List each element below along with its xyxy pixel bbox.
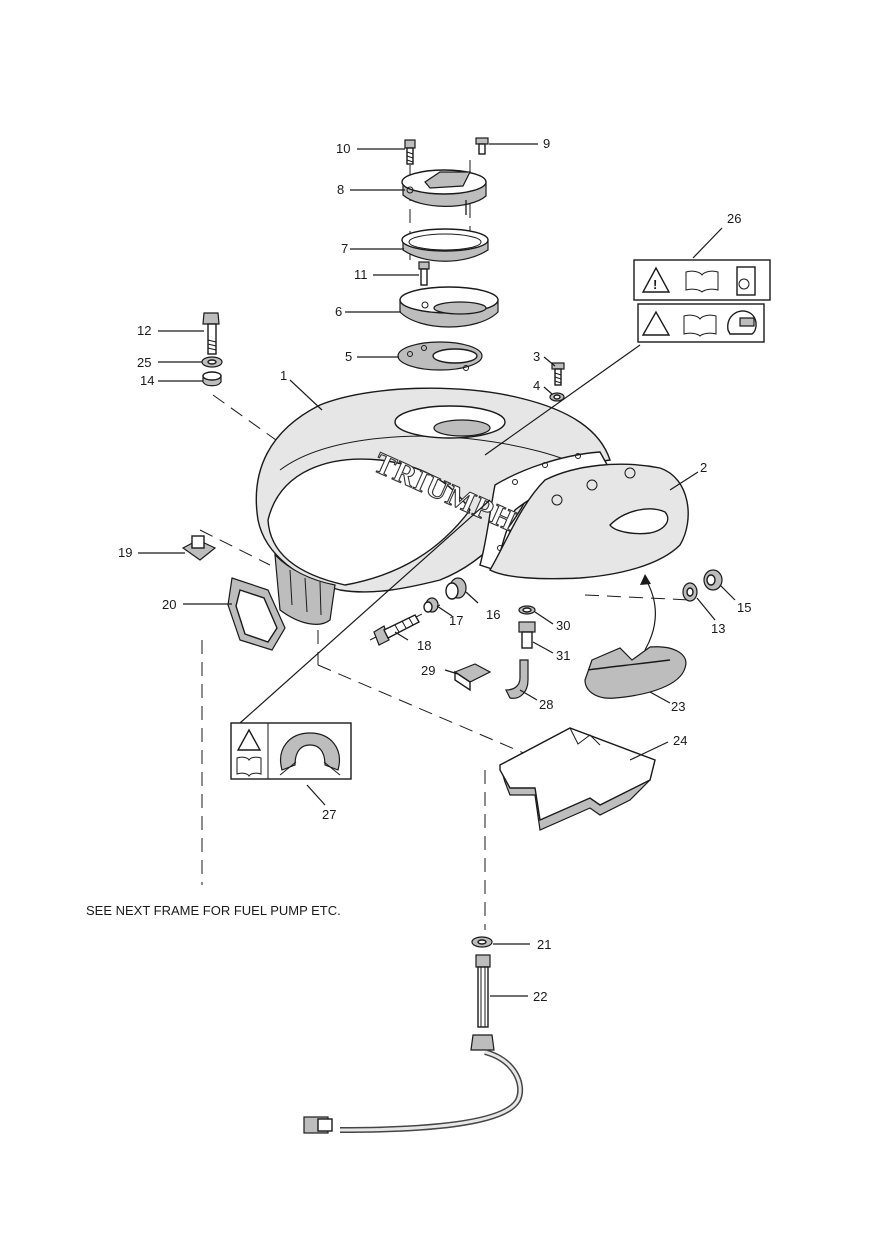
callout-25: 25 bbox=[137, 355, 151, 370]
nut-15 bbox=[703, 569, 723, 591]
washer-25 bbox=[201, 356, 223, 368]
drain-hose-28 bbox=[505, 659, 529, 699]
seal-21 bbox=[471, 936, 493, 948]
washer-4 bbox=[549, 392, 565, 402]
callout-4: 4 bbox=[533, 378, 540, 393]
callout-16: 16 bbox=[486, 607, 500, 622]
cap-housing bbox=[399, 286, 499, 328]
callout-19: 19 bbox=[118, 545, 132, 560]
callout-3: 3 bbox=[533, 349, 540, 364]
screw-10 bbox=[404, 139, 416, 165]
callout-26: 26 bbox=[727, 211, 741, 226]
fuel-level-sensor-22 bbox=[303, 954, 524, 1134]
callout-12: 12 bbox=[137, 323, 151, 338]
screw-11 bbox=[418, 261, 430, 286]
washer-30 bbox=[518, 605, 536, 615]
washer-13 bbox=[682, 582, 698, 602]
callout-2: 2 bbox=[700, 460, 707, 475]
heat-shield-24 bbox=[499, 727, 656, 831]
filler-cap bbox=[401, 169, 487, 215]
svg-text:!: ! bbox=[653, 277, 657, 292]
drain-fitting-31 bbox=[518, 621, 536, 649]
fuel-tank bbox=[255, 387, 612, 625]
callout-18: 18 bbox=[417, 638, 431, 653]
callout-9: 9 bbox=[543, 136, 550, 151]
callout-29: 29 bbox=[421, 663, 435, 678]
callout-6: 6 bbox=[335, 304, 342, 319]
bolt-18 bbox=[373, 614, 420, 646]
callout-14: 14 bbox=[140, 373, 154, 388]
rear-tank-cover bbox=[489, 463, 689, 580]
callout-20: 20 bbox=[162, 597, 176, 612]
callout-7: 7 bbox=[341, 241, 348, 256]
callout-10: 10 bbox=[336, 141, 350, 156]
screw-3 bbox=[551, 362, 565, 386]
callout-28: 28 bbox=[539, 697, 553, 712]
callout-27: 27 bbox=[322, 807, 336, 822]
callout-23: 23 bbox=[671, 699, 685, 714]
callout-11: 11 bbox=[354, 267, 368, 282]
callout-17: 17 bbox=[449, 613, 463, 628]
callout-numbers: 10 9 8 7 11 6 5 3 4 12 25 14 1 2 26 19 2… bbox=[118, 136, 751, 1004]
callout-31: 31 bbox=[556, 648, 570, 663]
grommet-16 bbox=[445, 577, 467, 600]
grommet-14 bbox=[202, 371, 222, 387]
screw-9 bbox=[475, 137, 489, 155]
pad-29 bbox=[453, 663, 492, 692]
filler-gasket bbox=[397, 341, 483, 371]
callout-leaders bbox=[138, 143, 736, 997]
callout-13: 13 bbox=[711, 621, 725, 636]
warning-label-26-bottom bbox=[637, 303, 765, 343]
warning-label-26-top: ! bbox=[633, 259, 771, 301]
callout-30: 30 bbox=[556, 618, 570, 633]
gasket-plate-20 bbox=[227, 577, 286, 651]
mount-19 bbox=[181, 535, 217, 561]
warning-label-27 bbox=[230, 722, 352, 780]
callout-21: 21 bbox=[537, 937, 551, 952]
callout-22: 22 bbox=[533, 989, 547, 1004]
seal-ring bbox=[401, 228, 489, 262]
callout-5: 5 bbox=[345, 349, 352, 364]
callout-1: 1 bbox=[280, 368, 287, 383]
callout-15: 15 bbox=[737, 600, 751, 615]
callout-8: 8 bbox=[337, 182, 344, 197]
callout-24: 24 bbox=[673, 733, 687, 748]
rubber-pad-23 bbox=[584, 646, 687, 699]
bolt-12 bbox=[202, 312, 220, 355]
arrow-head bbox=[640, 574, 651, 585]
footnote-text: SEE NEXT FRAME FOR FUEL PUMP ETC. bbox=[86, 903, 341, 918]
collar-17 bbox=[423, 597, 439, 613]
